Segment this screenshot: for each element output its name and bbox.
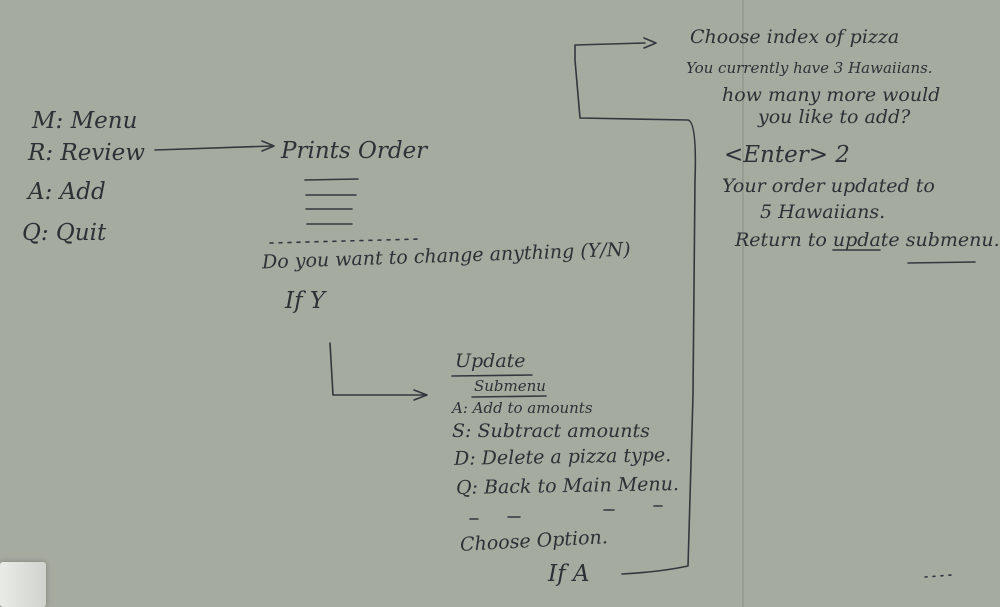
dotted-separator (269, 238, 421, 244)
update-title: Update (455, 350, 526, 372)
update-option-s: S: Subtract amounts (452, 420, 650, 442)
update-option-a: A: Add to amounts (452, 399, 593, 417)
review-arrow (154, 145, 273, 151)
menu-option-q: Q: Quit (22, 220, 107, 246)
submenu-underline (471, 395, 547, 398)
menu-option-m: M: Menu (32, 108, 138, 134)
update-underline (451, 374, 533, 377)
if-a-arrow-head (643, 37, 657, 49)
review-arrow-head (261, 140, 275, 152)
order-updated-text: Your order updated to (722, 175, 935, 197)
board-panel-seam (742, 0, 744, 607)
like-to-add-text: you like to add? (758, 106, 911, 128)
current-hawaiians-text: You currently have 3 Hawaiians. (686, 59, 933, 77)
five-hawaiians-text: 5 Hawaiians. (760, 201, 886, 223)
prints-order-text: Prints Order (281, 138, 428, 164)
enter-input-text: <Enter> 2 (724, 142, 850, 168)
submenu-subtitle: Submenu (474, 377, 546, 395)
update-option-d: D: Delete a pizza type. (453, 444, 672, 470)
marker-tray (0, 562, 46, 607)
how-many-text: how many more would (722, 84, 941, 106)
choose-index-text: Choose index of pizza (690, 26, 900, 48)
submenu-return-underline-2 (907, 261, 976, 264)
if-a-text: If A (548, 561, 590, 587)
menu-option-r: R: Review (28, 140, 145, 166)
if-a-connector (574, 42, 697, 575)
if-y-arrow (329, 342, 426, 396)
menu-option-a: A: Add (28, 179, 106, 205)
stray-dots (924, 574, 953, 578)
update-option-q: Q: Back to Main Menu. (455, 473, 680, 499)
if-y-arrow-head (413, 389, 428, 401)
if-y-text: If Y (285, 288, 326, 314)
return-submenu-text: Return to update submenu. (735, 229, 1000, 251)
order-line-1 (304, 178, 359, 181)
